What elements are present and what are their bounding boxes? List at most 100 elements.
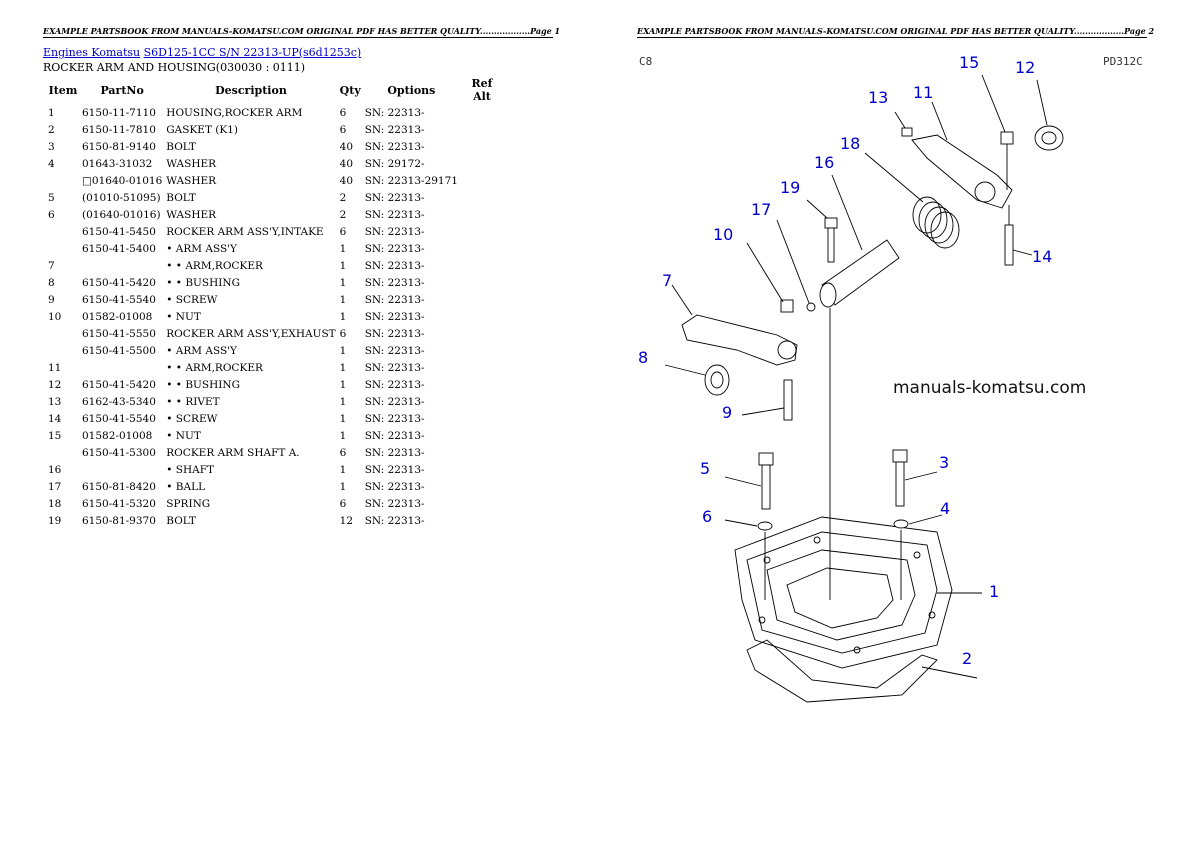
cell-qty: 2 [339, 191, 347, 204]
cell-qty: 1 [339, 395, 347, 408]
cell-description: BOLT [166, 514, 196, 527]
callout-18: 18 [840, 134, 860, 153]
cell-ref-alt [460, 410, 504, 427]
cell-item: 2 [48, 123, 55, 136]
callout-9: 9 [722, 403, 732, 422]
parts-diagram: C8 PD312C manuals-komatsu.com [638, 53, 1143, 703]
callout-10: 10 [713, 225, 733, 244]
cell-qty: 1 [339, 480, 347, 493]
cell-ref-alt [460, 121, 504, 138]
cell-qty: 1 [339, 412, 347, 425]
cell-options: SN: 22313- [364, 446, 425, 459]
cell-description: SPRING [166, 497, 211, 510]
cell-description: • • BUSHING [166, 276, 240, 289]
cell-partno: 6150-41-5420 [82, 276, 156, 289]
cell-options: SN: 22313- [364, 480, 425, 493]
cell-ref-alt [460, 478, 504, 495]
cell-ref-alt [460, 240, 504, 257]
callout-11: 11 [913, 83, 933, 102]
cell-partno: 01643-31032 [82, 157, 153, 170]
cell-item: 17 [48, 480, 62, 493]
cell-item: 10 [48, 310, 62, 323]
cell-options: SN: 22313- [364, 123, 425, 136]
cell-options: SN: 22313- [364, 395, 425, 408]
callout-14: 14 [1032, 247, 1052, 266]
cell-qty: 1 [339, 463, 347, 476]
cell-partno: 6150-81-8420 [82, 480, 156, 493]
cell-options: SN: 22313- [364, 514, 425, 527]
cell-ref-alt [460, 342, 504, 359]
cell-item: 12 [48, 378, 62, 391]
gasket-drawing [746, 639, 978, 703]
cell-ref-alt [460, 274, 504, 291]
cell-partno: 6150-81-9140 [82, 140, 156, 153]
cell-item: 1 [48, 106, 55, 119]
callout-1: 1 [989, 582, 999, 601]
cell-partno: 6150-41-5540 [82, 293, 156, 306]
cell-item: 4 [48, 157, 55, 170]
cell-options: SN: 22313- [364, 412, 425, 425]
cell-partno: 6150-41-5320 [82, 497, 156, 510]
section-title: ROCKER ARM AND HOUSING(030030 : 0111) [43, 61, 306, 74]
cell-options: SN: 22313- [364, 242, 425, 255]
shaft-16-drawing [819, 174, 900, 600]
housing-drawing [734, 516, 982, 669]
cell-partno: 6150-41-5450 [82, 225, 156, 238]
cell-partno: □01640-01016 [82, 174, 163, 187]
callout-3: 3 [939, 453, 949, 472]
cell-ref-alt [460, 138, 504, 155]
page-header-left: EXAMPLE PARTSBOOK FROM MANUALS-KOMATSU.C… [43, 26, 561, 38]
cell-ref-alt [460, 104, 504, 121]
cell-item: 6 [48, 208, 55, 221]
cell-item: 8 [48, 276, 55, 289]
cell-description: • SCREW [166, 293, 218, 306]
cell-partno: 6150-41-5540 [82, 412, 156, 425]
cell-ref-alt [460, 393, 504, 410]
cell-item: 5 [48, 191, 55, 204]
cell-description: BOLT [166, 191, 196, 204]
cell-ref-alt [460, 206, 504, 223]
cell-qty: 1 [339, 310, 347, 323]
cell-description: • NUT [166, 429, 201, 442]
column-header-description: Description [215, 83, 287, 97]
callout-15: 15 [959, 53, 979, 72]
parts-table: Item PartNo Description Qty Options Ref … [43, 76, 504, 529]
callout-19: 19 [780, 178, 800, 197]
cell-partno: 01582-01008 [82, 429, 153, 442]
cell-ref-alt [460, 308, 504, 325]
cell-qty: 1 [339, 293, 347, 306]
cell-partno: 6150-41-5300 [82, 446, 156, 459]
cell-ref-alt [460, 495, 504, 512]
cell-qty: 6 [339, 106, 347, 119]
cell-qty: 1 [339, 344, 347, 357]
breadcrumb-link-engines[interactable]: Engines Komatsu [43, 46, 141, 59]
cell-partno: 6162-43-5340 [82, 395, 156, 408]
cell-item: 19 [48, 514, 62, 527]
cell-partno: 6150-41-5550 [82, 327, 156, 340]
cell-partno: 6150-11-7810 [82, 123, 156, 136]
breadcrumb-link-model[interactable]: S6D125-1CC S/N 22313-UP(s6d1253c) [143, 46, 362, 59]
cell-options: SN: 22313- [364, 378, 425, 391]
cell-item: 18 [48, 497, 62, 510]
cell-qty: 1 [339, 259, 347, 272]
cell-qty: 12 [339, 514, 354, 527]
cell-options: SN: 22313- [364, 497, 425, 510]
cell-options: SN: 22313- [364, 310, 425, 323]
cell-ref-alt [460, 257, 504, 274]
cell-ref-alt [460, 512, 504, 529]
callout-8: 8 [638, 348, 648, 367]
bushing-12-drawing [1034, 79, 1064, 151]
washer-6-drawing [757, 521, 773, 531]
cell-description: WASHER [166, 157, 217, 170]
breadcrumb: Engines Komatsu S6D125-1CC S/N 22313-UP(… [43, 46, 361, 59]
